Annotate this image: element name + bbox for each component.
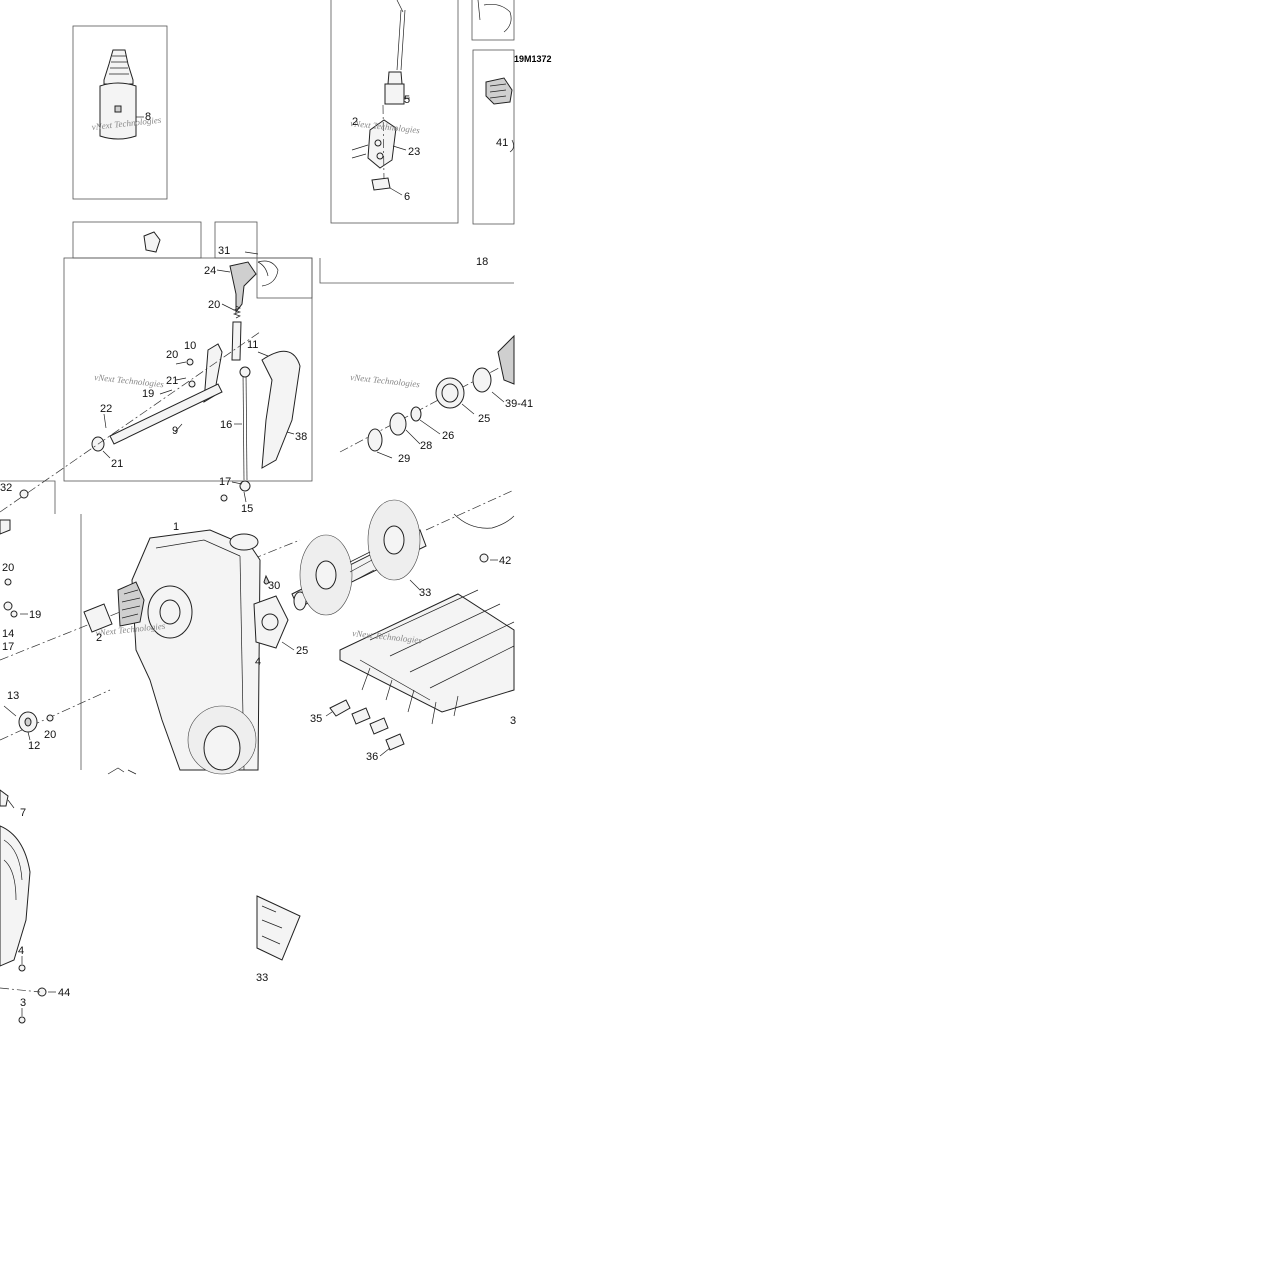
callout-label: 20 (208, 299, 220, 311)
callout-label: 3 (20, 997, 26, 1009)
callout-label: 17 (2, 641, 14, 653)
callout-label: 32 (0, 482, 12, 494)
frame-upper-left (72, 221, 202, 259)
callout-label: 36 (366, 751, 378, 763)
shift-sensor-illustration (351, 0, 410, 196)
callout-label: 11 (247, 339, 258, 351)
frame-lever-top (256, 257, 313, 299)
callout-label: 44 (58, 987, 70, 999)
track-illustration (256, 589, 515, 961)
callout-labels: 5 6 23 2 8 41 18 31 24 20 20 10 11 21 19… (0, 94, 533, 1009)
callout-label: 8 (145, 111, 151, 123)
callout-label: 29 (398, 453, 410, 465)
callout-label: 15 (241, 503, 253, 515)
seal-group-illustration (339, 334, 515, 459)
callout-label: 19 (142, 388, 154, 400)
callout-label: 24 (204, 265, 216, 277)
watermark-4: vNext Technologies (350, 372, 421, 389)
callout-label: 42 (499, 555, 511, 567)
callout-label: 2 (96, 632, 102, 644)
oil-bottle-illustration (99, 49, 144, 140)
callout-label: 19 (29, 609, 41, 621)
callout-label: 4 (255, 656, 261, 668)
frame-top-right-small (471, 0, 515, 41)
frame-top-right-strip (319, 258, 514, 284)
callout-label: 7 (20, 807, 26, 819)
callout-label: 5 (404, 94, 410, 106)
frame-left-edge (0, 480, 56, 514)
callout-label: 14 (2, 628, 14, 640)
lower-left-illustration (0, 789, 56, 1024)
callout-label: 20 (2, 562, 14, 574)
callout-label: 18 (476, 256, 488, 268)
callout-label: 20 (166, 349, 178, 361)
drive-axle-illustration (291, 489, 515, 616)
callout-label: 9 (172, 425, 178, 437)
frame-shift-linkage (63, 257, 313, 482)
callout-label: 3 (510, 715, 516, 727)
callout-label: 33 (256, 972, 268, 984)
callout-label: 31 (218, 245, 230, 257)
upper-small-parts (143, 0, 512, 287)
callout-label: 30 (268, 580, 280, 592)
callout-label: 33 (419, 587, 431, 599)
callout-label: 35 (310, 713, 322, 725)
callout-label: 26 (442, 430, 454, 442)
callout-label: 28 (420, 440, 432, 452)
shift-linkage-illustration (0, 261, 301, 513)
callout-label: 25 (478, 413, 490, 425)
frame-connector (472, 49, 515, 225)
watermark-3: vNext Technologies (94, 372, 165, 389)
connector-illustration (485, 77, 514, 153)
callout-label: 17 (219, 476, 231, 488)
callout-label: 23 (408, 146, 420, 158)
callout-label: 39-41 (505, 398, 533, 410)
chaincase-illustration (83, 529, 295, 775)
callout-label: 25 (296, 645, 308, 657)
frame-shift-sensor (330, 0, 459, 224)
callout-label: 1 (173, 521, 179, 533)
callout-label: 10 (184, 340, 196, 352)
callout-label: 22 (100, 403, 112, 415)
callout-label: 13 (7, 690, 19, 702)
callout-label: 2 (352, 116, 358, 128)
frame-oil-bottle (72, 25, 168, 200)
callout-label: 4 (18, 945, 24, 957)
callout-label: 16 (220, 419, 232, 431)
drawing-code: 19M1372 (514, 54, 552, 64)
callout-label: 21 (111, 458, 123, 470)
left-edge-parts (0, 489, 301, 741)
callout-label: 6 (404, 191, 410, 203)
callout-label: 20 (44, 729, 56, 741)
frame-group (0, 0, 515, 770)
callout-label: 12 (28, 740, 40, 752)
callout-label: 41 (496, 137, 508, 149)
callout-label: 21 (166, 375, 178, 387)
callout-label: 38 (295, 431, 307, 443)
